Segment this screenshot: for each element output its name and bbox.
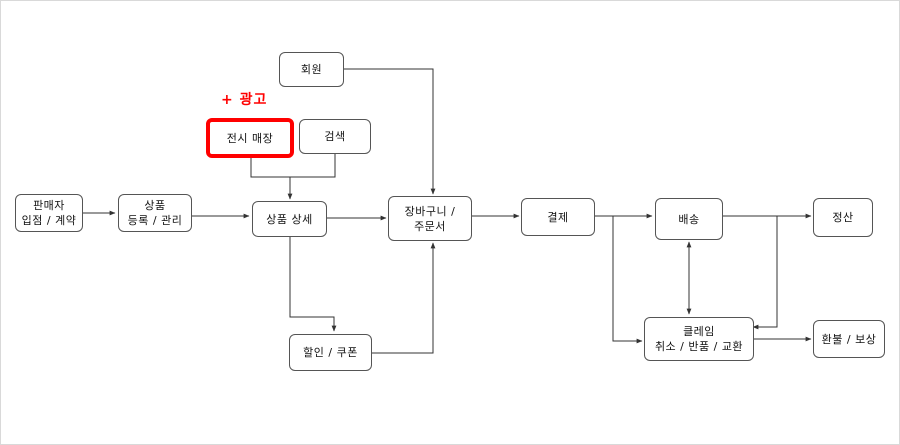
node-cart-order-label: 장바구니 / 주문서: [404, 204, 456, 233]
edge-member-to-cart: [344, 68, 436, 195]
node-refund[interactable]: 환불 / 보상: [813, 320, 885, 358]
node-seller-label: 판매자 입점 / 계약: [21, 199, 77, 227]
edge-search-down: [290, 153, 336, 178]
node-cart-order[interactable]: 장바구니 / 주문서: [388, 196, 472, 241]
edge-display-store-down: [250, 157, 290, 178]
node-settlement[interactable]: 정산: [813, 198, 873, 237]
edge-coupon-to-cart: [372, 242, 436, 354]
node-search-label: 검색: [324, 130, 346, 143]
node-product-register[interactable]: 상품 등록 / 관리: [118, 194, 192, 232]
node-payment-label: 결제: [547, 210, 569, 224]
node-product-detail[interactable]: 상품 상세: [252, 201, 327, 237]
node-settlement-label: 정산: [832, 211, 854, 224]
node-product-detail-label: 상품 상세: [266, 212, 313, 226]
edge-product-detail-to-coupon: [289, 237, 337, 332]
node-product-register-label: 상품 등록 / 관리: [127, 199, 183, 227]
node-search[interactable]: 검색: [299, 119, 371, 154]
ad-annotation: + 광고: [221, 92, 268, 108]
node-delivery[interactable]: 배송: [655, 198, 723, 240]
node-seller[interactable]: 판매자 입점 / 계약: [15, 194, 83, 232]
node-member-label: 회원: [300, 63, 323, 76]
node-refund-label: 환불 / 보상: [821, 332, 877, 346]
node-display-store-label: 전시 매장: [226, 131, 274, 145]
node-claim-label: 클레임 취소 / 반품 / 교환: [654, 325, 744, 353]
node-delivery-label: 배송: [678, 212, 700, 226]
node-display-store[interactable]: 전시 매장: [206, 118, 294, 158]
node-discount-coupon-label: 할인 / 쿠폰: [303, 346, 358, 359]
node-claim[interactable]: 클레임 취소 / 반품 / 교환: [644, 317, 754, 361]
edge-settlement-to-claim: [752, 216, 778, 330]
node-payment[interactable]: 결제: [521, 198, 595, 236]
node-discount-coupon[interactable]: 할인 / 쿠폰: [289, 334, 372, 371]
edge-payment-to-claim: [612, 216, 643, 344]
node-member[interactable]: 회원: [279, 52, 344, 87]
